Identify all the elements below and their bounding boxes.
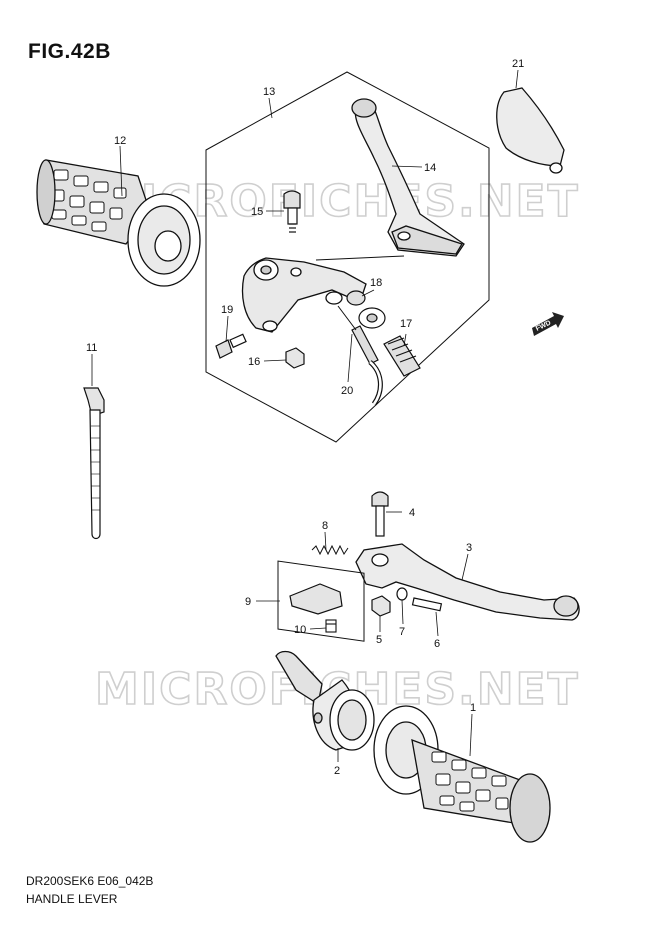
adjuster-bolt-part-17	[383, 335, 421, 377]
callout-12: 12	[114, 135, 126, 147]
spring-part-8	[311, 544, 349, 556]
nut-part-16	[285, 347, 305, 369]
callout-6: 6	[434, 638, 440, 650]
callout-20: 20	[341, 385, 353, 397]
callout-labels: 1 2 3 4 5 6 7 8 9 10 11 12 13 14 15 16 1…	[86, 58, 524, 777]
callout-14: 14	[424, 162, 436, 174]
callout-17: 17	[400, 318, 412, 330]
throttle-housing-part-2	[275, 650, 375, 751]
pivot-bolt-part-4	[371, 491, 389, 537]
callout-21: 21	[512, 58, 524, 70]
callout-8: 8	[322, 520, 328, 532]
callout-7: 7	[399, 626, 405, 638]
bolt-part-6	[411, 597, 443, 612]
throttle-grip-part-1	[373, 705, 551, 843]
left-grip-part-12	[36, 159, 201, 287]
bolt-part-19	[215, 333, 247, 359]
nut-part-5	[371, 595, 391, 617]
figure-title: FIG.42B	[28, 40, 111, 63]
upper-lever-part-14	[351, 98, 465, 257]
callout-10: 10	[294, 624, 306, 636]
callout-16: 16	[248, 356, 260, 368]
pivot-bolt-part-15	[283, 190, 301, 233]
callout-4: 4	[409, 507, 415, 519]
callout-15: 15	[251, 206, 263, 218]
callout-13: 13	[263, 86, 275, 98]
switch-outline-part-9	[277, 560, 365, 642]
adjuster-part-18	[346, 290, 386, 329]
switch-part-9	[289, 583, 343, 615]
leader-lines	[91, 69, 519, 762]
callout-3: 3	[466, 542, 472, 554]
callout-18: 18	[370, 277, 382, 289]
lever-bracket	[241, 255, 405, 333]
callout-9: 9	[245, 596, 251, 608]
callout-11: 11	[86, 342, 97, 354]
brake-lever-part-3	[355, 543, 580, 621]
assembly-outline-part-13	[205, 71, 490, 443]
callout-1: 1	[470, 702, 476, 714]
cover-part-21	[496, 87, 565, 174]
screw-part-10	[325, 619, 337, 633]
model-code: DR200SEK6 E06_042B	[26, 874, 154, 888]
callout-2: 2	[334, 765, 340, 777]
figure-name: HANDLE LEVER	[26, 892, 118, 906]
fwd-arrow-icon: FWD	[532, 312, 564, 336]
washer-part-7	[396, 587, 408, 601]
cable-switch-part-20	[337, 305, 383, 406]
cable-tie-part-11	[83, 387, 105, 540]
callout-19: 19	[221, 304, 233, 316]
callout-5: 5	[376, 634, 382, 646]
